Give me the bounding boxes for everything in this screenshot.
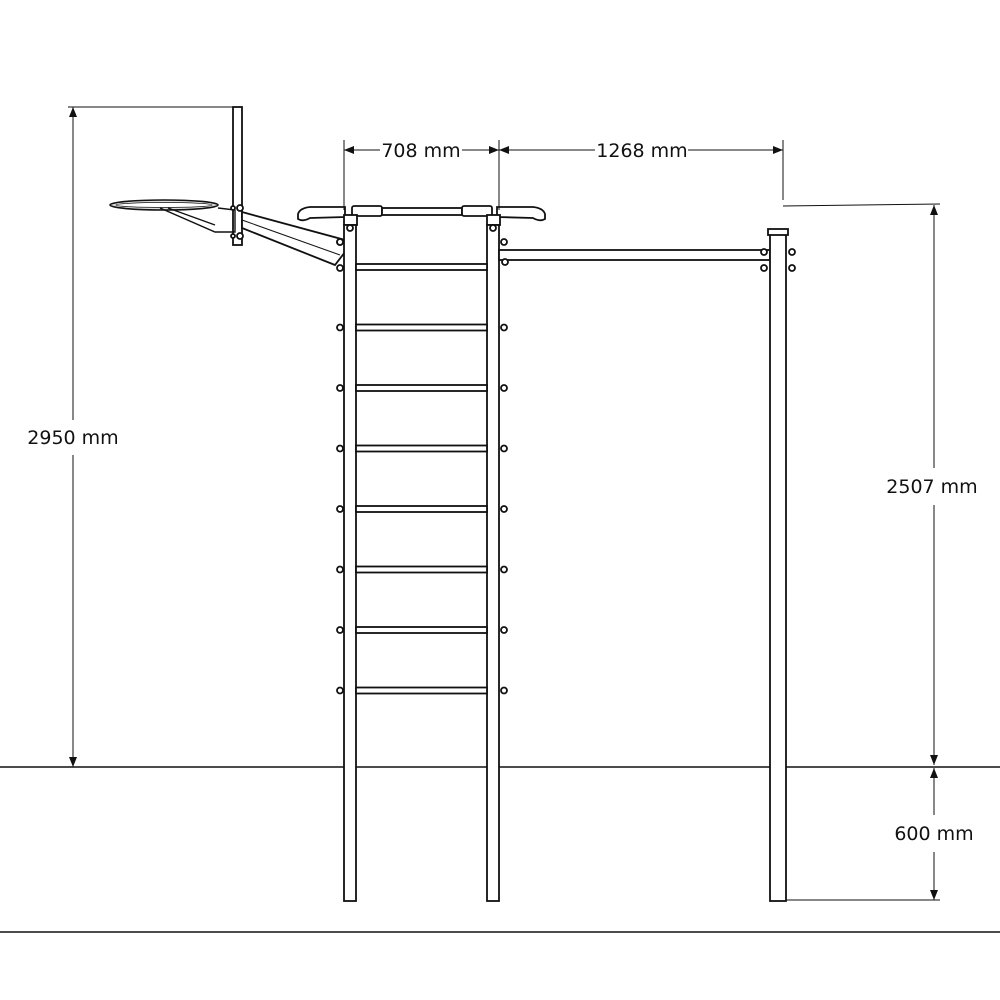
ladder-width-label: 708 mm [381, 140, 460, 162]
rung-bolt [500, 565, 508, 574]
rung-bolt [500, 505, 508, 513]
horizontal-bar [498, 249, 771, 261]
ladder-rung [355, 565, 488, 574]
pullup-handle [297, 205, 546, 226]
rung-bolt [336, 505, 344, 513]
ladder-rung [355, 323, 488, 332]
bar-height-label: 2507 mm [886, 476, 977, 498]
hoop-bracket [159, 207, 236, 233]
bar-span-label: 1268 mm [596, 140, 687, 162]
total-height-label: 2950 mm [27, 427, 118, 449]
ladder-rung [355, 626, 488, 634]
rung-bolt [500, 384, 508, 392]
ladder-rung [355, 686, 488, 695]
dimension-total-height: 2950 mm [27, 106, 238, 767]
rung-bolt [336, 444, 344, 453]
rung-bolt [336, 626, 344, 634]
ladder-rung [355, 263, 488, 271]
ladder-rung [355, 444, 488, 453]
ladder-right-rail [486, 224, 500, 902]
pullup-bar-station [498, 228, 796, 902]
ladder-rung [355, 505, 488, 513]
ladder-rungs [336, 263, 508, 695]
rung-bolt [336, 323, 344, 332]
ladder-left-rail [343, 224, 357, 902]
ladder [297, 205, 546, 902]
rung-bolt [336, 686, 344, 695]
rung-bolt [500, 323, 508, 332]
dimension-bar-span: 1268 mm [499, 140, 784, 200]
rung-bolt [336, 384, 344, 392]
dimension-foundation-depth: 600 mm [786, 768, 974, 901]
dimension-bar-height: 2507 mm [782, 203, 978, 765]
post [769, 232, 787, 902]
foundation-depth-label: 600 mm [894, 823, 973, 845]
rung-bolt [500, 686, 508, 695]
rung-bolt [500, 444, 508, 453]
dimension-ladder-width: 708 mm [343, 140, 500, 210]
rung-bolt [500, 626, 508, 634]
ladder-rung [355, 384, 488, 392]
rung-bolt [336, 565, 344, 574]
basketball-hoop [109, 106, 346, 272]
